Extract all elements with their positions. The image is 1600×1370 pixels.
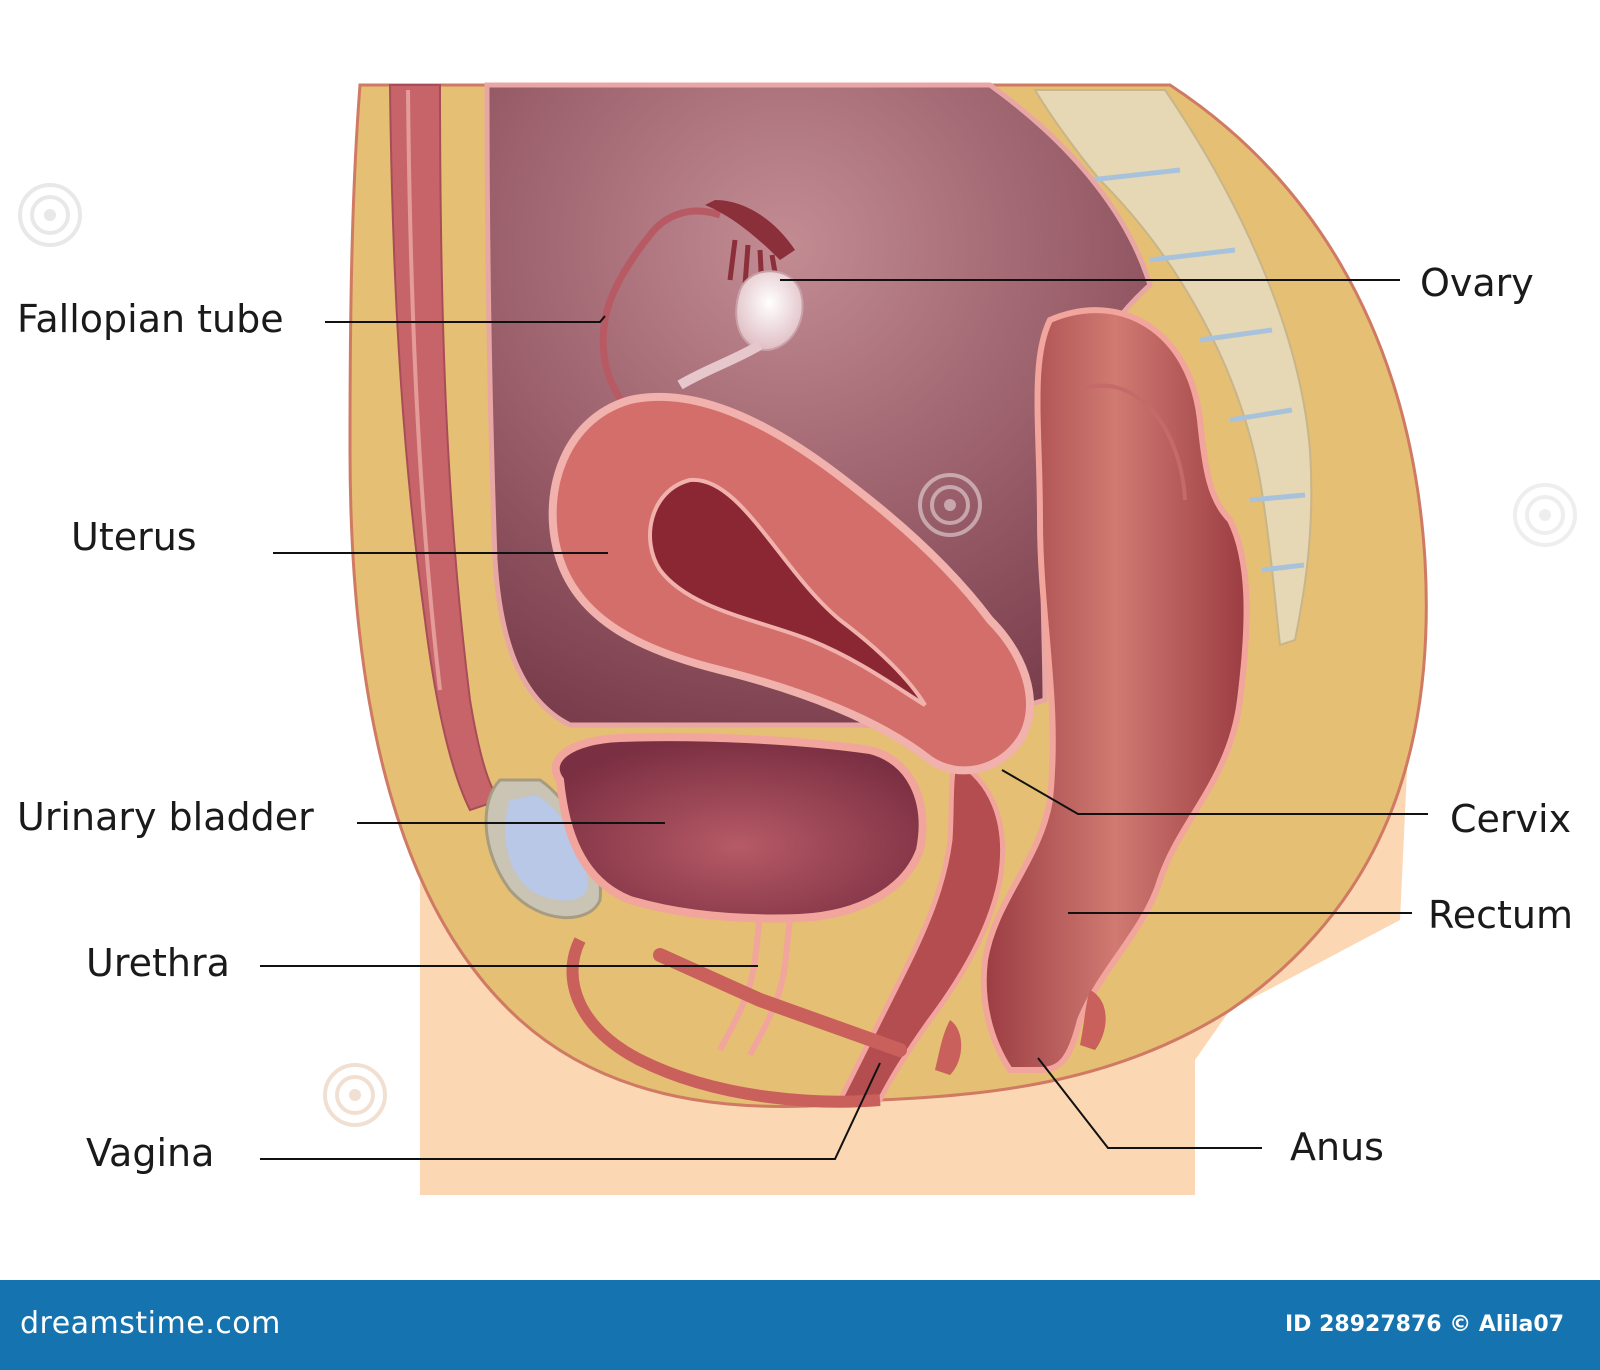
leader-cervix xyxy=(1001,769,1428,815)
watermark-icon xyxy=(18,183,82,247)
watermark-icon xyxy=(918,473,982,537)
label-rectum: Rectum xyxy=(1428,893,1573,937)
label-anus: Anus xyxy=(1290,1125,1384,1169)
vagina xyxy=(835,756,1006,1103)
footer-bar: dreamstime.com ID 28927876 © Alila07 xyxy=(0,1280,1600,1370)
label-cervix: Cervix xyxy=(1450,797,1572,841)
sacrum xyxy=(1033,89,1313,647)
label-uterus: Uterus xyxy=(71,515,197,559)
urinary-bladder xyxy=(551,733,927,923)
leader-anus xyxy=(1037,1057,1262,1149)
label-vagina: Vagina xyxy=(86,1131,215,1175)
watermark-icon xyxy=(1513,483,1577,547)
leader-lines xyxy=(260,279,1428,1160)
fallopian-tube xyxy=(599,207,722,408)
image-credit: ID 28927876 © Alila07 xyxy=(1285,1312,1564,1337)
anatomy-figure: Fallopian tube Uterus Urinary bladder Ur… xyxy=(17,82,1577,1195)
leader-fallopian-tube xyxy=(325,315,606,323)
label-urinary-bladder: Urinary bladder xyxy=(17,795,314,839)
label-fallopian-tube: Fallopian tube xyxy=(17,297,284,341)
abdominal-muscle xyxy=(388,84,502,812)
ovary xyxy=(735,270,804,352)
brand-logo[interactable]: dreamstime.com xyxy=(20,1306,281,1341)
rectum xyxy=(980,307,1250,1073)
pelvis-illustration xyxy=(348,82,1428,1195)
label-urethra: Urethra xyxy=(86,941,230,985)
leader-vagina xyxy=(260,1062,881,1160)
watermark-icon xyxy=(323,1063,387,1127)
urethra xyxy=(717,914,793,1057)
label-ovary: Ovary xyxy=(1420,261,1534,305)
uterine-cavity xyxy=(648,477,927,707)
